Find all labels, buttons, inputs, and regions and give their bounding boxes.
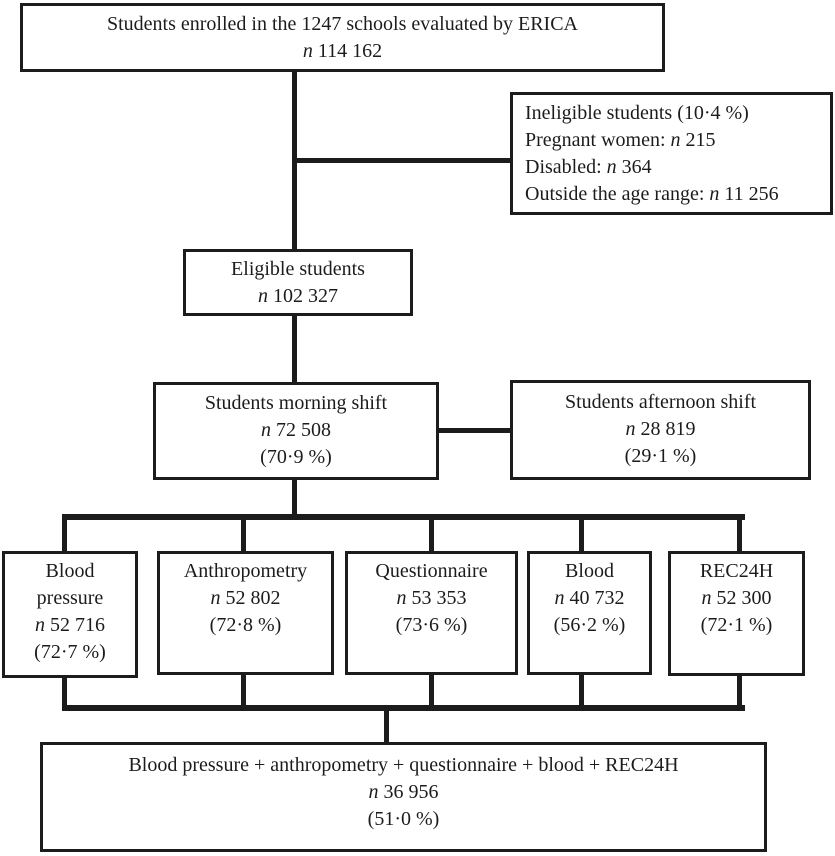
questionnaire-pct: (73·6 %) <box>395 614 468 636</box>
morning-title: Students morning shift <box>204 392 388 414</box>
blood-n: n 40 732 <box>554 587 625 609</box>
connector-eligible-vertical <box>292 314 297 383</box>
blood-title: Blood <box>565 560 614 582</box>
connector-rise-rec24h <box>737 674 742 710</box>
ineligible-item-age-range: Outside the age range: n 11 256 <box>525 183 779 205</box>
rec24h-title: REC24H <box>699 560 774 582</box>
n-symbol: n <box>210 587 221 609</box>
n-symbol: n <box>701 587 712 609</box>
connector-shift-horizontal <box>437 428 512 433</box>
box-morning-shift: Students morning shift n 72 508 (70·9 %) <box>153 382 439 480</box>
connector-drop-rec24h <box>737 518 742 552</box>
n-symbol: n <box>709 183 720 205</box>
combined-n: n 36 956 <box>368 781 439 803</box>
n-symbol: n <box>261 419 271 441</box>
connector-drop-blood-pressure <box>62 518 67 552</box>
n-symbol: n <box>606 156 617 178</box>
box-blood-pressure: Blood pressure n 52 716 (72·7 %) <box>2 551 138 678</box>
combined-pct: (51·0 %) <box>367 808 440 830</box>
rec24h-n: n 52 300 <box>701 587 772 609</box>
connector-rise-blood <box>579 673 584 710</box>
ineligible-item-disabled: Disabled: n 364 <box>525 156 652 178</box>
blood-pressure-title-line1: Blood <box>45 560 95 582</box>
connector-distributor-horizontal <box>62 514 745 520</box>
anthropometry-pct: (72·8 %) <box>209 614 282 636</box>
morning-n: n 72 508 <box>261 419 331 441</box>
enrolled-title: Students enrolled in the 1247 schools ev… <box>106 13 579 35</box>
connector-drop-blood <box>579 518 584 552</box>
connector-rise-blood-pressure <box>62 676 67 710</box>
blood-pct: (56·2 %) <box>553 614 626 636</box>
connector-final-vertical <box>384 709 389 743</box>
enrolled-n: n 114 162 <box>302 40 383 62</box>
n-symbol: n <box>368 781 379 803</box>
connector-drop-anthropometry <box>241 518 246 552</box>
box-combined: Blood pressure + anthropometry + questio… <box>40 742 767 852</box>
box-anthropometry: Anthropometry n 52 802 (72·8 %) <box>157 551 334 675</box>
ineligible-title: Ineligible students (10·4 %) <box>525 102 749 124</box>
afternoon-n: n 28 819 <box>625 418 696 440</box>
morning-pct: (70·9 %) <box>260 446 332 468</box>
connector-rise-questionnaire <box>429 673 434 710</box>
connector-ineligible-branch <box>294 158 512 163</box>
box-rec24h: REC24H n 52 300 (72·1 %) <box>668 551 805 676</box>
box-afternoon-shift: Students afternoon shift n 28 819 (29·1 … <box>510 380 811 480</box>
blood-pressure-pct: (72·7 %) <box>34 641 106 663</box>
ineligible-item-pregnant: Pregnant women: n 215 <box>525 129 716 151</box>
connector-collector-horizontal <box>62 705 745 711</box>
n-symbol: n <box>258 285 268 307</box>
questionnaire-title: Questionnaire <box>375 560 488 582</box>
rec24h-pct: (72·1 %) <box>700 614 773 636</box>
combined-title: Blood pressure + anthropometry + questio… <box>128 754 679 776</box>
n-symbol: n <box>625 418 636 440</box>
n-symbol: n <box>670 129 681 151</box>
box-eligible: Eligible students n 102 327 <box>183 249 413 316</box>
connector-morning-vertical <box>292 478 297 518</box>
blood-pressure-title-line2: pressure <box>36 587 104 609</box>
n-symbol: n <box>35 614 45 636</box>
anthropometry-title: Anthropometry <box>183 560 308 582</box>
afternoon-pct: (29·1 %) <box>624 445 697 467</box>
box-blood: Blood n 40 732 (56·2 %) <box>527 551 652 675</box>
n-symbol: n <box>396 587 407 609</box>
box-enrolled: Students enrolled in the 1247 schools ev… <box>20 3 665 72</box>
eligible-n: n 102 327 <box>258 285 338 307</box>
n-symbol: n <box>302 40 313 62</box>
box-ineligible: Ineligible students (10·4 %) Pregnant wo… <box>510 92 833 215</box>
afternoon-title: Students afternoon shift <box>564 391 757 413</box>
blood-pressure-n: n 52 716 <box>35 614 105 636</box>
box-questionnaire: Questionnaire n 53 353 (73·6 %) <box>345 551 518 675</box>
connector-rise-anthropometry <box>241 673 246 710</box>
connector-drop-questionnaire <box>429 518 434 552</box>
anthropometry-n: n 52 802 <box>210 587 281 609</box>
n-symbol: n <box>554 587 565 609</box>
eligible-title: Eligible students <box>231 258 365 280</box>
questionnaire-n: n 53 353 <box>396 587 467 609</box>
